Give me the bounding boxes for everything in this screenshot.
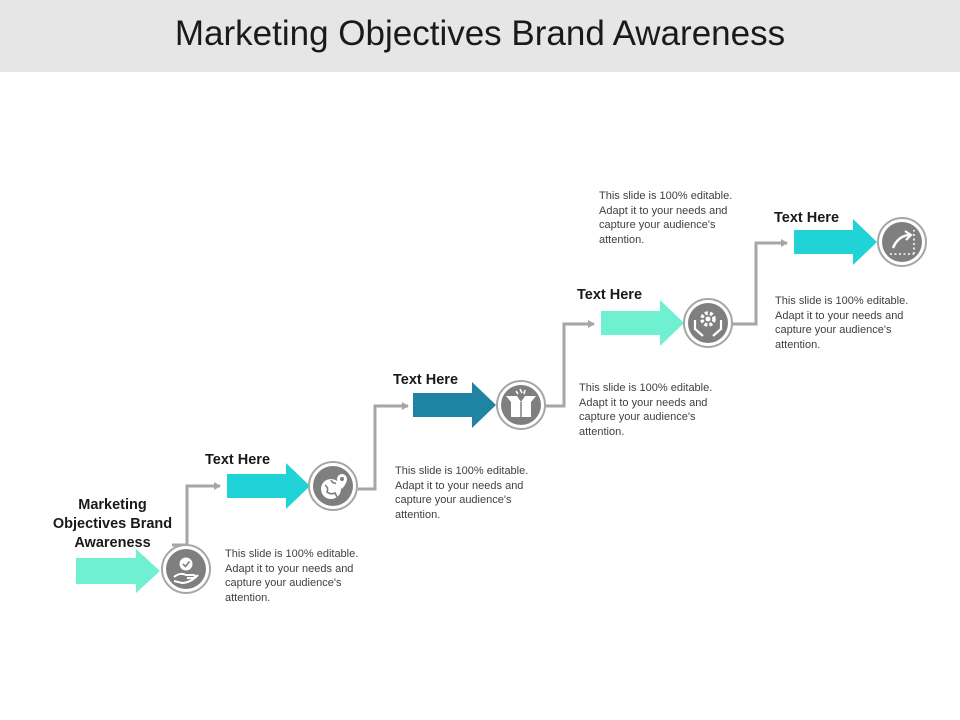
connector-3 <box>546 320 595 408</box>
step-description-2: This slide is 100% editable. Adapt it to… <box>395 465 529 521</box>
start-label: Marketing Objectives Brand Awareness <box>52 497 173 551</box>
step-label-3: Text Here <box>393 372 459 388</box>
step-label-5: Text Here <box>774 210 840 226</box>
step-description-5: This slide is 100% editable. Adapt it to… <box>775 295 909 351</box>
badge-hand-icon <box>161 544 211 594</box>
step-label-2: Text Here <box>205 452 271 468</box>
page-title: Marketing Objectives Brand Awareness <box>174 14 786 53</box>
gear-hands-icon <box>683 298 733 348</box>
title-bar <box>0 0 960 72</box>
globe-location-icon <box>308 461 358 511</box>
step-arrow-5 <box>794 219 877 265</box>
step-arrow-4 <box>601 300 684 346</box>
connector-2 <box>358 402 409 491</box>
step-arrow-3 <box>413 382 496 428</box>
step-description-4: This slide is 100% editable. Adapt it to… <box>599 190 733 246</box>
trend-arrow-icon <box>877 217 927 267</box>
connector-4 <box>732 239 788 326</box>
step-description-1: This slide is 100% editable. Adapt it to… <box>225 548 359 604</box>
step-description-3: This slide is 100% editable. Adapt it to… <box>579 382 713 438</box>
open-box-icon <box>496 380 546 430</box>
step-arrow-1 <box>76 549 160 593</box>
step-arrow-2 <box>227 463 310 509</box>
step-label-4: Text Here <box>577 287 643 303</box>
